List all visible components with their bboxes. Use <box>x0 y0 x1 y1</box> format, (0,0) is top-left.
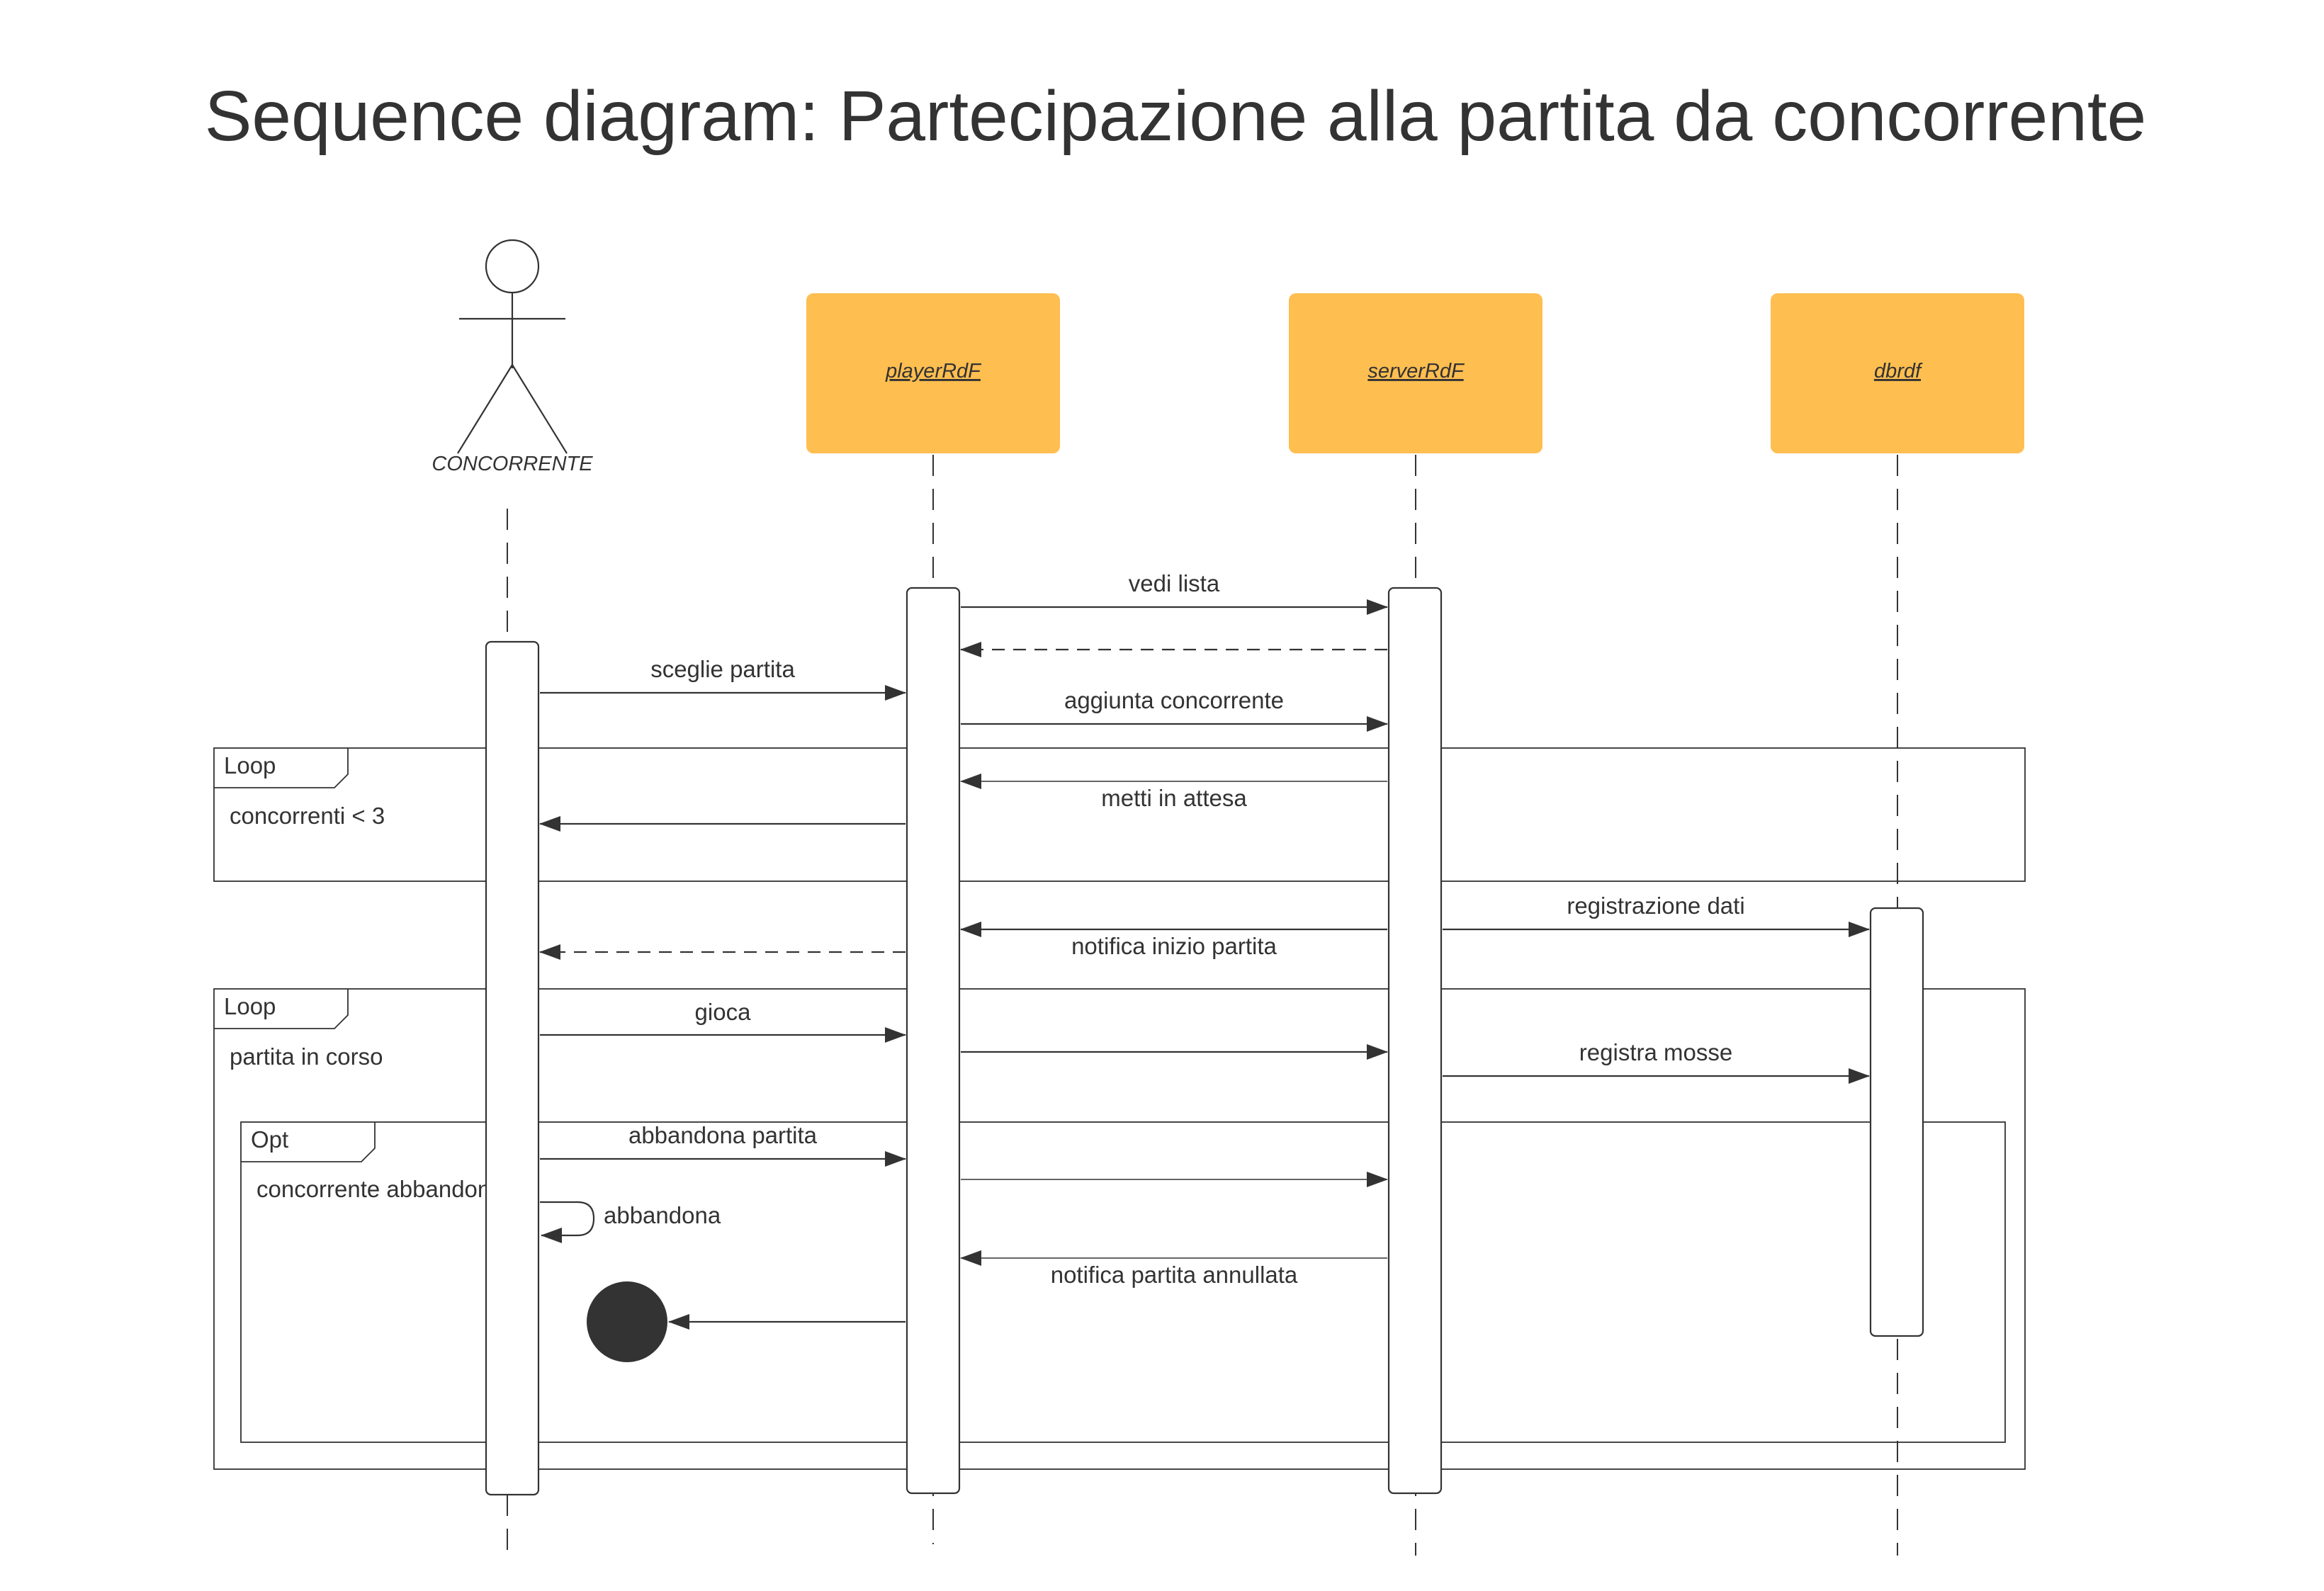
participant-label: playerRdF <box>885 360 982 383</box>
message-label: aggiunta concorrente <box>1064 687 1284 713</box>
actor-concorrente: CONCORRENTE <box>431 239 593 475</box>
message-registrazione-dati: registrazione dati <box>1443 893 1870 937</box>
actor-leg-left <box>457 364 513 454</box>
participant-label: dbrdf <box>1874 360 1923 383</box>
message-label: registrazione dati <box>1567 893 1744 919</box>
actor-leg-right <box>512 364 568 454</box>
message-self-abbandona: abbandona <box>540 1201 721 1243</box>
frame-loop-2: Loop partita in corso <box>213 988 2026 1470</box>
frame-kind-label: Opt <box>251 1126 288 1153</box>
message-label: abbandona partita <box>628 1122 818 1148</box>
participant-box <box>806 293 1060 453</box>
participant-dbrdf: dbrdf <box>1771 293 2024 453</box>
activation-serverrdf <box>1387 587 1443 1495</box>
frame-tab <box>241 1122 376 1162</box>
actor-head <box>485 239 540 294</box>
message-abbandona-partita: abbandona partita <box>540 1122 906 1167</box>
participant-serverrdf: serverRdF <box>1289 293 1542 453</box>
frame-kind-label: Loop <box>224 752 276 778</box>
frame-border <box>213 988 2026 1470</box>
message-gioca: gioca <box>540 999 906 1043</box>
participant-box <box>1289 293 1542 453</box>
frame-loop-1: Loop concorrenti < 3 <box>213 747 2026 882</box>
message-notifica-partita-annullata: notifica partita annullata <box>960 1250 1387 1288</box>
message-registra-mosse: registra mosse <box>1443 1039 1870 1084</box>
message-label: vedi lista <box>1129 570 1220 596</box>
frame-kind-label: Loop <box>224 993 276 1019</box>
frame-guard: concorrenti < 3 <box>230 803 385 829</box>
message-vedi-lista: vedi lista <box>961 570 1388 615</box>
message-aggiunta-concorrente: aggiunta concorrente <box>961 687 1388 732</box>
message-label: metti in attesa <box>1101 785 1247 811</box>
message-metti-in-attesa: metti in attesa <box>960 774 1387 811</box>
frame-opt: Opt concorrente abbandona <box>240 1121 2006 1443</box>
participant-playerrdf: playerRdF <box>806 293 1060 453</box>
frame-guard: concorrente abbandona <box>256 1176 504 1202</box>
message-label: notifica partita annullata <box>1051 1262 1298 1288</box>
diagram-title: Sequence diagram: Partecipazione alla pa… <box>205 77 2147 156</box>
activation-playerrdf <box>906 587 961 1495</box>
termination-node <box>587 1281 667 1362</box>
frame-border <box>213 747 2026 882</box>
frame-tab <box>214 748 349 788</box>
activation-concorrente <box>485 640 540 1496</box>
message-notifica-inizio-partita: notifica inizio partita <box>960 922 1387 959</box>
participant-box <box>1771 293 2024 453</box>
message-arrow <box>540 1201 595 1243</box>
activation-dbrdf <box>1869 907 1924 1337</box>
actor-label: CONCORRENTE <box>431 453 593 475</box>
message-sceglie-partita: sceglie partita <box>540 656 906 701</box>
message-label: abbandona <box>604 1202 721 1228</box>
frame-tab <box>214 989 349 1029</box>
frame-guard: partita in corso <box>230 1043 383 1070</box>
message-label: registra mosse <box>1579 1039 1732 1065</box>
participant-label: serverRdF <box>1367 360 1465 383</box>
message-label: sceglie partita <box>650 656 795 682</box>
message-label: notifica inizio partita <box>1071 933 1277 959</box>
frame-border <box>240 1121 2006 1443</box>
message-label: gioca <box>695 999 752 1025</box>
